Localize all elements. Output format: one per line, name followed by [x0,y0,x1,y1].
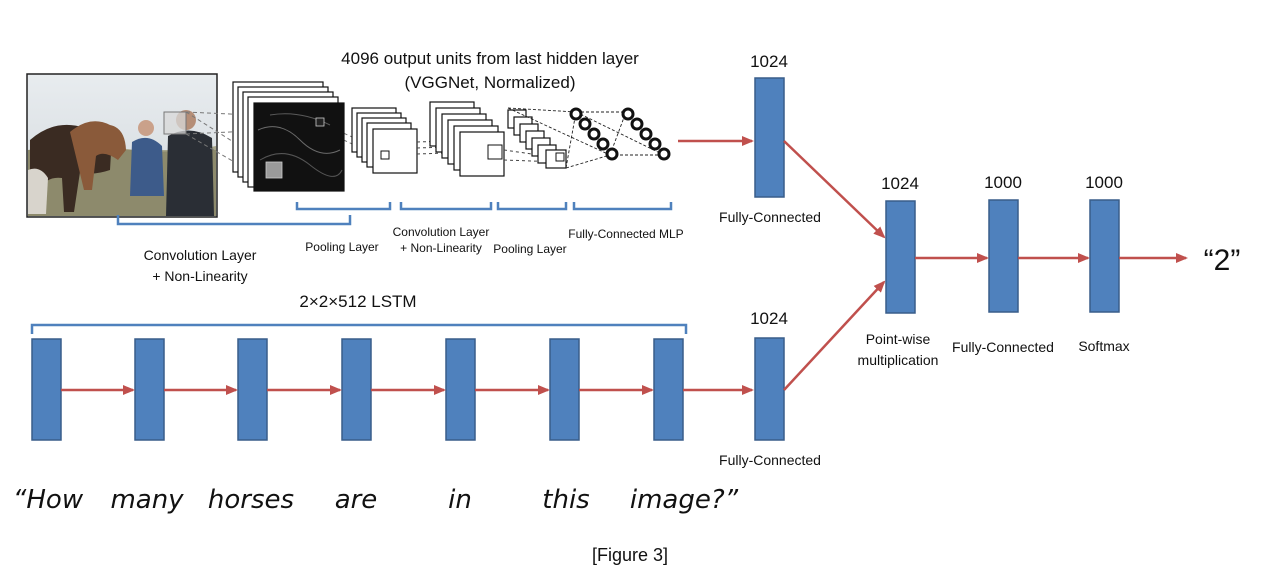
question-word: this [542,485,589,515]
cnn-title-line2: (VGGNet, Normalized) [405,73,576,92]
mlp-neurons [507,107,671,169]
softmax-size: 1000 [1085,173,1123,192]
fc-out-label: Fully-Connected [952,339,1054,355]
conv2-label-line1: Convolution Layer [393,225,490,239]
pool2-feature-maps [503,109,567,169]
lstm-cell [237,338,268,441]
fc-out-block [988,199,1019,313]
image-fc-to-fusion-arrow [783,140,886,239]
question-word: are [335,485,378,515]
lstm-cell [341,338,372,441]
answer-text: “2” [1204,244,1241,277]
question-word: image?” [630,485,739,515]
fusion-label-line2: multiplication [858,352,939,368]
softmax-label: Softmax [1078,338,1129,354]
fusion-size: 1024 [881,174,919,193]
pool1-feature-maps [351,107,418,174]
lstm-title: 2×2×512 LSTM [299,292,416,311]
pool1-label: Pooling Layer [305,240,378,254]
conv2-feature-maps [416,101,505,177]
fusion-label-line1: Point-wise [866,331,931,347]
image-fc-block [754,77,785,198]
question-words: “How many horses are in this image?” [13,485,739,515]
conv1-label-line1: Convolution Layer [144,247,257,263]
question-fc-label: Fully-Connected [719,452,821,468]
question-word: horses [208,485,294,515]
conv2-label-line2: + Non-Linearity [400,241,482,255]
mlp-label: Fully-Connected MLP [568,227,683,241]
cnn-brackets [116,202,673,226]
conv1-feature-maps [232,81,345,192]
question-word: many [110,485,184,515]
pool2-label: Pooling Layer [493,242,566,256]
fc-out-size: 1000 [984,173,1022,192]
question-word: “How [13,485,84,515]
lstm-bracket [30,323,688,334]
lstm-cell [653,338,684,441]
figure-caption: [Figure 3] [592,545,668,565]
question-fc-size: 1024 [750,309,788,328]
image-fc-label: Fully-Connected [719,209,821,225]
question-word: in [448,485,472,515]
input-photo [26,73,218,218]
softmax-block [1089,199,1120,313]
lstm-cell [549,338,580,441]
cnn-title-line1: 4096 output units from last hidden layer [341,49,639,68]
conv1-label-line2: + Non-Linearity [152,268,247,284]
lstm-cell [445,338,476,441]
question-fc-block [754,337,785,441]
image-fc-size: 1024 [750,52,788,71]
lstm-cell [134,338,165,441]
lstm-cell [31,338,62,441]
question-fc-to-fusion-arrow [783,280,886,391]
fusion-block [885,200,916,314]
lstm-cells [31,338,684,441]
